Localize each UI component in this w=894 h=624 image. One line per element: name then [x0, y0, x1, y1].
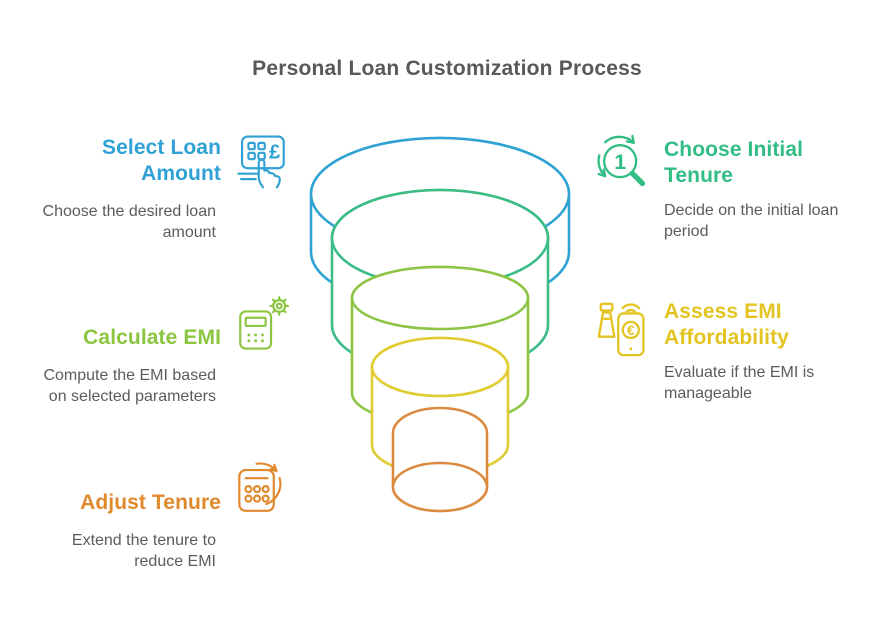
- step-description: Evaluate if the EMI is manageable: [664, 364, 815, 402]
- step-description: Extend the tenure to reduce EMI: [71, 532, 216, 570]
- step-heading: Choose Initial Tenure: [664, 138, 804, 187]
- step-description: Compute the EMI based on selected parame…: [43, 367, 216, 405]
- svg-text:€: €: [627, 323, 635, 338]
- step-heading: Adjust Tenure: [80, 491, 221, 514]
- step-heading: Select Loan Amount: [102, 136, 221, 185]
- svg-text:1: 1: [614, 150, 626, 174]
- calculator-refresh-icon: [233, 461, 291, 519]
- step-description: Decide on the initial loan period: [664, 202, 839, 240]
- step-heading: Assess EMI Affordability: [664, 300, 789, 349]
- step-heading-row: Adjust Tenure: [5, 461, 291, 519]
- funnel-layer-adjust-tenure: [391, 406, 489, 513]
- step-choose-initial-tenure: 1 Choose Initial Tenure Decide on the in…: [594, 134, 838, 242]
- step-text: Assess EMI Affordability Evaluate if the…: [664, 296, 814, 404]
- step-heading-row: Select Loan Amount £: [5, 132, 291, 190]
- payment-keypad-icon: £: [233, 132, 291, 190]
- step-assess-emi-affordability: € Assess EMI Affordability Evaluate if t…: [594, 296, 814, 404]
- step-heading-row: Calculate EMI: [5, 296, 291, 354]
- page-title: Personal Loan Customization Process: [252, 57, 642, 80]
- step-select-loan-amount: Select Loan Amount £ Choose the desired …: [5, 132, 291, 243]
- step-description: Choose the desired loan amount: [42, 203, 216, 241]
- step-text: Choose Initial Tenure Decide on the init…: [664, 134, 838, 242]
- step-adjust-tenure: Adjust Tenure Extend the tenure to red: [5, 461, 291, 572]
- svg-text:£: £: [269, 141, 280, 163]
- magnifier-step-one-icon: 1: [594, 134, 656, 198]
- calculator-gear-icon: [233, 296, 291, 354]
- step-heading: Calculate EMI: [83, 326, 221, 349]
- funnel-diagram: [309, 136, 571, 513]
- phone-euro-icon: €: [594, 296, 656, 360]
- step-calculate-emi: Calculate EMI Compute the EMI based on: [5, 296, 291, 407]
